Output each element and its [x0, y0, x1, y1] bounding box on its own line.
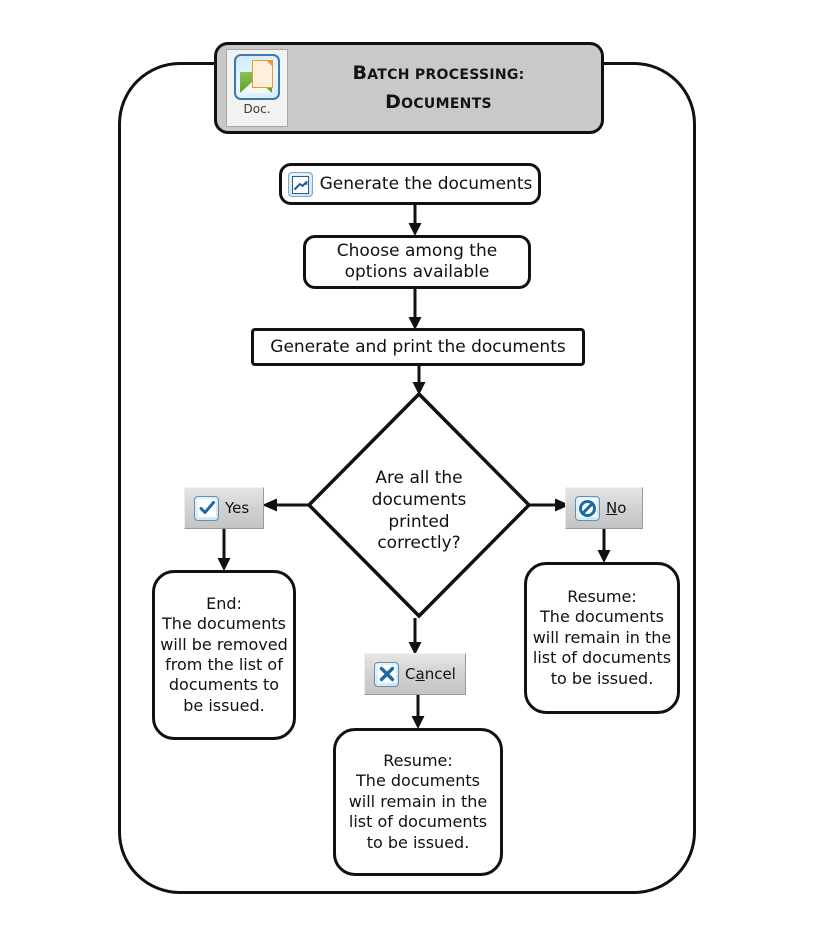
header-title-line2-text: OCUMENTS	[401, 96, 492, 112]
yes-button-label: Yes	[225, 499, 250, 517]
prohibition-icon	[575, 495, 600, 521]
page-title: BATCH PROCESSING: DOCUMENTS	[288, 59, 601, 118]
terminal-resume-right-line1: Resume:	[567, 586, 637, 606]
generate-document-icon	[287, 171, 313, 197]
cancel-button-label: Cancel	[405, 665, 456, 683]
node-choose-line1: Choose among the	[336, 241, 498, 262]
connector-choose-to-print	[403, 289, 427, 331]
connector-decision-to-no	[527, 493, 571, 517]
node-choose-line2: options available	[344, 262, 490, 282]
no-button[interactable]: No	[565, 487, 643, 529]
decision-label: Are all the documents printed correctly?	[339, 468, 499, 555]
close-x-icon	[374, 661, 399, 687]
no-button-label-mnemonic: N	[606, 499, 618, 517]
terminal-resume-bottom-line1: Resume:	[383, 750, 453, 770]
yes-button[interactable]: Yes	[184, 487, 264, 529]
cancel-button-label-mnemonic: a	[415, 665, 425, 683]
terminal-resume-bottom-line4: list of documents	[348, 812, 488, 832]
connector-yes-to-end	[212, 529, 236, 572]
terminal-end-left-line3: will be removed	[160, 634, 288, 654]
terminal-resume-right-line2: The documents	[540, 607, 664, 627]
header-bar: Doc. BATCH PROCESSING: DOCUMENTS	[214, 42, 604, 134]
cancel-button[interactable]: Cancel	[364, 653, 466, 695]
connector-cancel-to-resume-bottom	[406, 695, 430, 730]
terminal-end-left-text: End: The documents will be removed from …	[160, 594, 288, 717]
decision-are-documents-printed[interactable]: Are all the documents printed correctly?	[305, 390, 533, 620]
connector-print-to-decision	[407, 366, 431, 396]
header-title-line1: BATCH PROCESSING:	[352, 61, 525, 84]
documents-icon	[234, 54, 280, 100]
terminal-resume-bottom-line3: will remain in the	[348, 791, 488, 811]
decision-line3: correctly?	[377, 533, 461, 554]
connector-generate-to-choose	[403, 205, 427, 237]
terminal-resume-right-line3: will remain in the	[532, 627, 672, 647]
terminal-resume-bottom: Resume: The documents will remain in the…	[333, 728, 503, 876]
checkmark-icon	[194, 495, 219, 521]
header-title-line1-text: ATCH PROCESSING:	[367, 66, 525, 83]
cancel-button-label-rest: ncel	[424, 665, 456, 683]
terminal-end-left-line5: documents to	[168, 675, 280, 695]
no-button-label-rest: o	[617, 499, 627, 517]
terminal-resume-bottom-line2: The documents	[356, 771, 480, 791]
header-icon-panel: Doc.	[226, 49, 288, 127]
terminal-resume-bottom-text: Resume: The documents will remain in the…	[349, 751, 488, 853]
cancel-button-label-pre: C	[405, 665, 416, 683]
terminal-resume-right-text: Resume: The documents will remain in the…	[533, 587, 672, 689]
terminal-resume-right-line4: list of documents	[532, 648, 672, 668]
terminal-end-left-line2: The documents	[162, 614, 286, 634]
terminal-end-left-line6: be issued.	[183, 695, 265, 715]
terminal-resume-right: Resume: The documents will remain in the…	[524, 562, 680, 714]
node-generate-the-documents[interactable]: Generate the documents	[279, 163, 541, 205]
decision-line2: documents printed	[371, 489, 467, 532]
node-generate-and-print[interactable]: Generate and print the documents	[251, 328, 585, 366]
no-button-label: No	[606, 499, 626, 517]
connector-decision-to-yes	[260, 493, 312, 517]
terminal-resume-bottom-line5: to be issued.	[366, 832, 470, 852]
connector-no-to-resume-right	[592, 529, 616, 564]
terminal-end-left-line4: from the list of	[165, 655, 283, 674]
connector-decision-to-cancel	[403, 618, 427, 656]
node-choose-text: Choose among the options available	[337, 241, 497, 282]
node-generate-label: Generate the documents	[319, 173, 533, 194]
header-title-line2: DOCUMENTS	[385, 91, 492, 113]
header-icon-label: Doc.	[243, 102, 271, 116]
terminal-end-left: End: The documents will be removed from …	[152, 570, 296, 740]
node-choose-options[interactable]: Choose among the options available	[303, 235, 531, 289]
node-print-label: Generate and print the documents	[270, 336, 566, 357]
terminal-resume-right-line5: to be issued.	[550, 668, 654, 688]
terminal-end-left-line1: End:	[206, 593, 242, 613]
decision-line1: Are all the	[375, 468, 463, 488]
